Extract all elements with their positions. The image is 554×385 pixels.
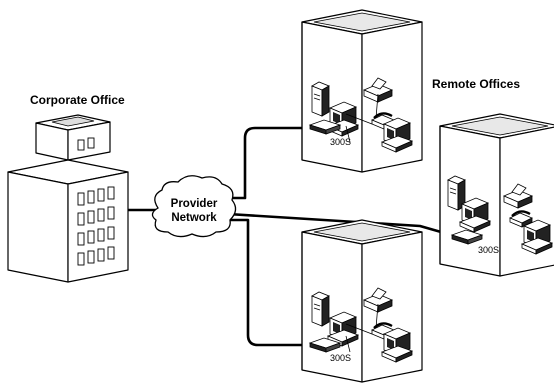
cloud-label-line2: Network [171, 212, 217, 224]
link-top [226, 126, 314, 200]
link-bottom [226, 218, 314, 347]
provider-network-cloud-icon: Provider Network [151, 175, 237, 238]
router-bottom-label: 300S [330, 353, 351, 363]
router-right-label: 300S [478, 245, 499, 255]
cloud-label-line1: Provider [171, 198, 218, 210]
router-top-label: 300S [330, 137, 351, 147]
corporate-office-label: Corporate Office [30, 93, 125, 107]
remote-offices-label: Remote Offices [432, 77, 520, 91]
remote-office-bottom [302, 220, 422, 382]
corporate-building-icon [7, 114, 129, 283]
remote-office-top [302, 10, 422, 172]
